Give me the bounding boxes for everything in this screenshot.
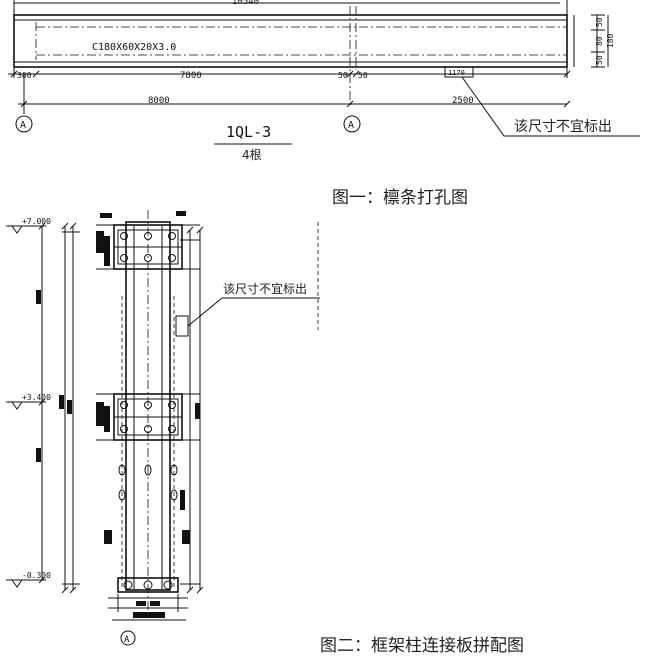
note-leader-line [461,76,640,137]
axis-bubble-left [15,115,33,133]
elevation-marker-top: +7.000 [6,217,51,234]
left-dimension-chains [36,222,80,594]
elevation-bottom-text: -0.300 [22,571,51,580]
note-text: 该尺寸不宜标出 [223,281,307,296]
dim-row1-7800: 7800 [180,71,202,81]
axis-label-column: A [124,635,130,645]
figure2-caption: 图二：框架柱连接板拼配图 [320,636,524,656]
note-leader-line [187,297,320,327]
hidden-dimension-box [444,66,474,78]
figure1-caption: 图一：檩条打孔图 [332,188,468,208]
column-base [108,577,188,621]
note-text: 该尺寸不宜标出 [514,119,612,135]
right-dimension-chain [180,226,204,594]
section-label: C180X60X20X3.0 [92,42,176,53]
top-dimension-text: 10540 [232,0,259,7]
purlin-hole-rows [104,464,190,544]
dim-row1-50a: 50 [338,71,348,80]
right-dim-1: 50 [595,17,604,27]
axis-bubble-mid [343,115,361,133]
right-dim-2: 80 [595,36,604,46]
dim-row1-50b: 50 [358,71,368,80]
hidden-dimension-box [175,315,189,337]
right-dim-3: 50 [595,55,604,65]
elevation-marker-mid: +3.400 [6,393,51,410]
elevation-top-text: +7.000 [22,217,51,226]
right-dim-total: 180 [606,33,615,48]
dim-row2-8000: 8000 [148,96,170,106]
top-connection-plate [96,211,200,270]
axis-label-mid: A [348,120,354,131]
purlin-outline [13,14,568,68]
elevation-marker-bottom: -0.300 [6,571,51,588]
elevation-mid-text: +3.400 [22,393,51,402]
axis-bubble-column [120,630,136,646]
figure1-purlin-drawing: 10540 C180X60X20X3.0 50 80 50 180 [8,0,640,208]
figure2-column-drawing: +7.000 +3.400 -0.300 [6,210,524,656]
dim-row1-1170: 1170 [448,69,465,77]
drawing-title: 1QL-3 [226,123,271,141]
mid-connection-plate [96,393,200,441]
axis-label-left: A [20,120,26,131]
dimension-row-1-ticks [10,70,571,78]
dim-row2-2500: 2500 [452,96,474,106]
drawing-subtitle: 4根 [242,148,262,162]
